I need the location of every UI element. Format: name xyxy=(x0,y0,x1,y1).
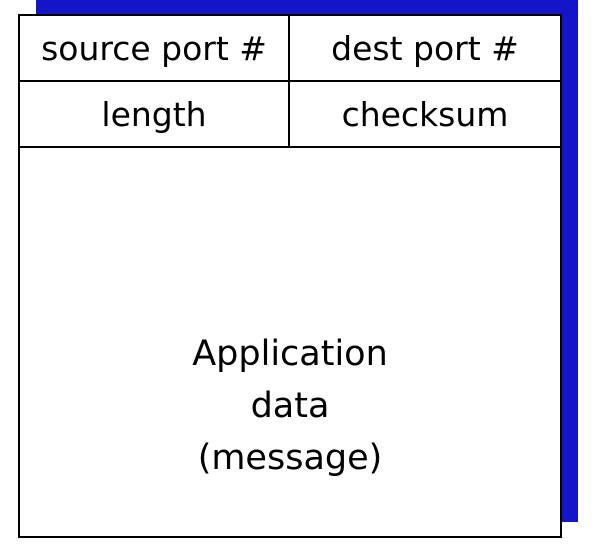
payload-line-1: Application xyxy=(192,334,388,374)
udp-segment-diagram: source port # dest port # length checksu… xyxy=(18,14,562,538)
header-row-length-checksum: length checksum xyxy=(20,82,560,148)
header-row-ports: source port # dest port # xyxy=(20,16,560,82)
payload-line-3: (message) xyxy=(197,438,383,478)
application-data-field: Application data (message) xyxy=(20,148,560,536)
source-port-field: source port # xyxy=(20,16,290,80)
payload-line-2: data xyxy=(250,386,330,426)
length-field: length xyxy=(20,82,290,146)
checksum-field: checksum xyxy=(341,94,509,134)
dest-port-field: dest port # xyxy=(331,28,519,68)
